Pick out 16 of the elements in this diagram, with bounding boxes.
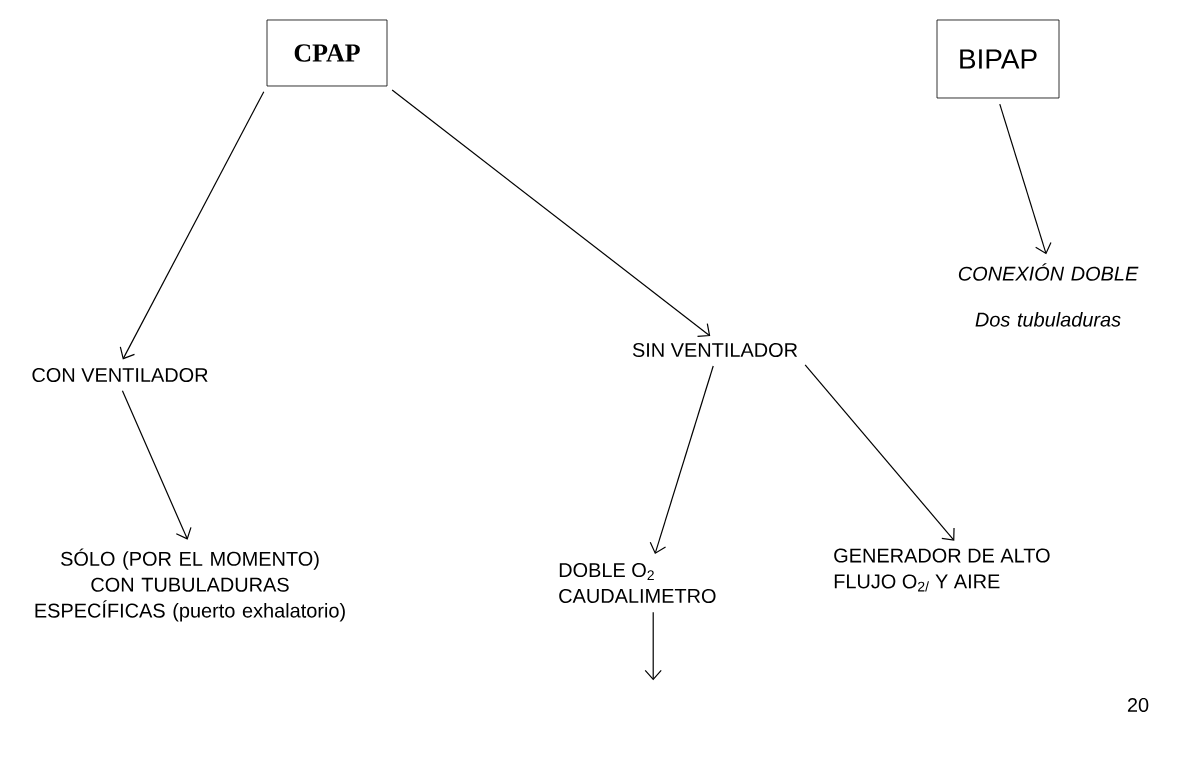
arrow bbox=[804, 364, 955, 541]
arrow bbox=[644, 611, 662, 681]
node-text: CONEXIÓN DOBLE Dos tubuladuras bbox=[958, 263, 1139, 327]
arrow bbox=[391, 89, 711, 337]
arrow bbox=[999, 103, 1052, 255]
title-box: BIPAP bbox=[936, 19, 1060, 99]
arrow bbox=[649, 365, 714, 555]
title-box: CPAP bbox=[266, 19, 388, 87]
page-number: 20 bbox=[1127, 697, 1149, 713]
arrow bbox=[119, 91, 265, 360]
arrow bbox=[121, 390, 192, 540]
node-text: GENERADOR DE ALTO FLUJO O$_{2/}$ Y AIRE bbox=[834, 548, 1050, 592]
node-text: CON VENTILADOR bbox=[32, 367, 208, 383]
node-text: DOBLE O$_{2}$ CAUDALIMETRO bbox=[559, 563, 716, 603]
node-text: SÓLO (POR EL MOMENTO) CON TUBULADURAS ESPECÍFICAS (puerto exhalatorio) bbox=[35, 548, 345, 622]
node-text: SIN VENTILADOR bbox=[632, 342, 798, 358]
